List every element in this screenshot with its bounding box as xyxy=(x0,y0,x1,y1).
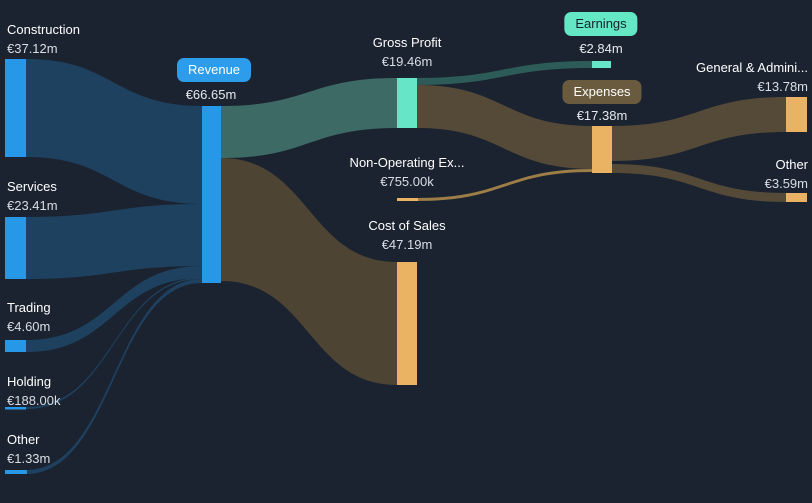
gross-profit-value: €19.46m xyxy=(381,54,433,69)
construction-name: Construction xyxy=(7,22,80,37)
flow-expenses-other xyxy=(612,164,786,202)
node-holding[interactable] xyxy=(5,407,26,410)
node-revenue[interactable] xyxy=(202,106,221,283)
construction-value: €37.12m xyxy=(7,41,58,56)
trading-value: €4.60m xyxy=(7,319,51,334)
flow-construction-revenue xyxy=(26,59,202,204)
general-admin-value: €13.78m xyxy=(757,79,808,94)
services-name: Services xyxy=(7,179,57,194)
gross-profit-name: Gross Profit xyxy=(372,35,442,50)
services-value: €23.41m xyxy=(7,198,58,213)
expenses-badge[interactable]: Expenses xyxy=(562,80,642,104)
flow-revenue-costofsales xyxy=(221,158,397,385)
label-non-operating: Non-Operating Ex... €755.00k xyxy=(350,153,465,191)
node-expenses[interactable] xyxy=(592,126,612,173)
flow-grossprofit-earnings xyxy=(417,61,592,85)
holding-name: Holding xyxy=(7,374,52,389)
flow-grossprofit-expenses xyxy=(417,85,592,169)
general-admin-name: General & Admini... xyxy=(696,60,808,75)
label-other-expenses: Other €3.59m xyxy=(765,155,808,193)
node-construction[interactable] xyxy=(5,59,26,157)
node-earnings[interactable] xyxy=(592,61,611,68)
node-non-operating[interactable] xyxy=(397,198,418,201)
earnings-value: €2.84m xyxy=(579,41,623,56)
label-other-revenue: Other €1.33m xyxy=(7,430,50,468)
node-general-admin[interactable] xyxy=(786,97,807,132)
trading-name: Trading xyxy=(7,300,51,315)
node-services[interactable] xyxy=(5,217,26,279)
expenses-value: €17.38m xyxy=(576,108,628,123)
earnings-badge[interactable]: Earnings xyxy=(564,12,638,36)
node-cost-of-sales[interactable] xyxy=(397,262,417,385)
label-cost-of-sales: Cost of Sales €47.19m xyxy=(368,216,445,254)
node-gross-profit[interactable] xyxy=(397,78,417,128)
non-operating-name: Non-Operating Ex... xyxy=(349,155,465,170)
cost-of-sales-value: €47.19m xyxy=(381,237,433,252)
flow-revenue-grossprofit xyxy=(221,78,397,158)
flow-nonoperating-expenses xyxy=(418,169,592,201)
non-operating-value: €755.00k xyxy=(380,174,434,189)
flow-expenses-generaladmin xyxy=(612,97,786,161)
revenue-value: €66.65m xyxy=(185,87,237,102)
other-expenses-value: €3.59m xyxy=(764,176,808,191)
node-trading[interactable] xyxy=(5,340,26,352)
cost-of-sales-name: Cost of Sales xyxy=(368,218,446,233)
node-other-expenses[interactable] xyxy=(786,193,807,202)
flow-trading-revenue xyxy=(26,266,202,352)
other-revenue-value: €1.33m xyxy=(7,451,51,466)
label-services: Services €23.41m xyxy=(7,177,58,215)
label-holding: Holding €188.00k xyxy=(7,372,61,410)
revenue-badge[interactable]: Revenue xyxy=(177,58,252,82)
label-gross-profit: Gross Profit €19.46m xyxy=(373,33,442,71)
node-other-revenue[interactable] xyxy=(5,470,27,474)
other-revenue-name: Other xyxy=(7,432,40,447)
other-expenses-name: Other xyxy=(775,157,808,172)
flow-other-revenue xyxy=(26,279,202,474)
holding-value: €188.00k xyxy=(7,393,61,408)
flow-holding-revenue xyxy=(26,277,202,409)
flow-services-revenue xyxy=(26,204,202,279)
label-construction: Construction €37.12m xyxy=(7,20,80,58)
label-trading: Trading €4.60m xyxy=(7,298,51,336)
label-general-admin: General & Admini... €13.78m xyxy=(696,58,808,96)
